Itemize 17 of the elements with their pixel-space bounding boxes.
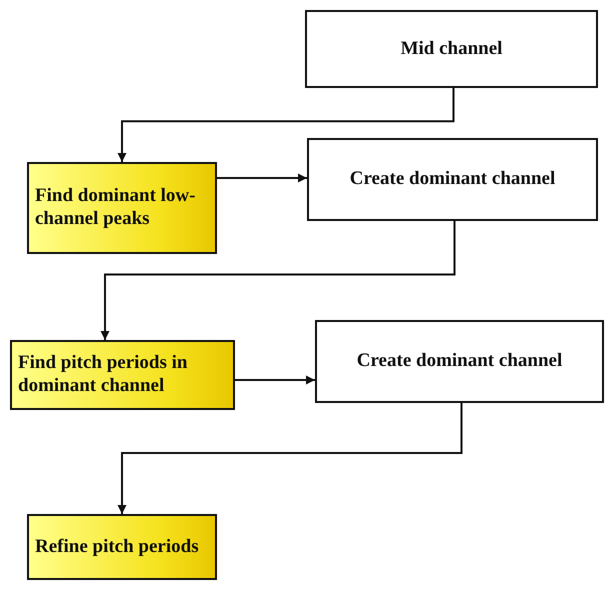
arrow bbox=[217, 174, 307, 182]
highlighted-process-box bbox=[27, 514, 217, 580]
node-label: Create dominant channel bbox=[350, 168, 556, 191]
process-box bbox=[307, 138, 598, 221]
node-label: Mid channel bbox=[400, 38, 502, 60]
highlighted-process-box bbox=[27, 162, 217, 254]
highlighted-process-box bbox=[10, 340, 235, 410]
node-label: Find dominant low-channel peaks bbox=[35, 185, 196, 231]
arrow bbox=[100, 221, 456, 340]
node-label: Find pitch periods in dominant channel bbox=[18, 352, 188, 398]
process-box bbox=[305, 10, 598, 88]
arrow bbox=[118, 88, 454, 162]
arrow bbox=[118, 403, 462, 514]
node-label: Create dominant channel bbox=[356, 350, 562, 373]
arrow bbox=[235, 376, 315, 384]
process-box bbox=[315, 320, 604, 403]
node-label: Refine pitch periods bbox=[35, 536, 199, 558]
